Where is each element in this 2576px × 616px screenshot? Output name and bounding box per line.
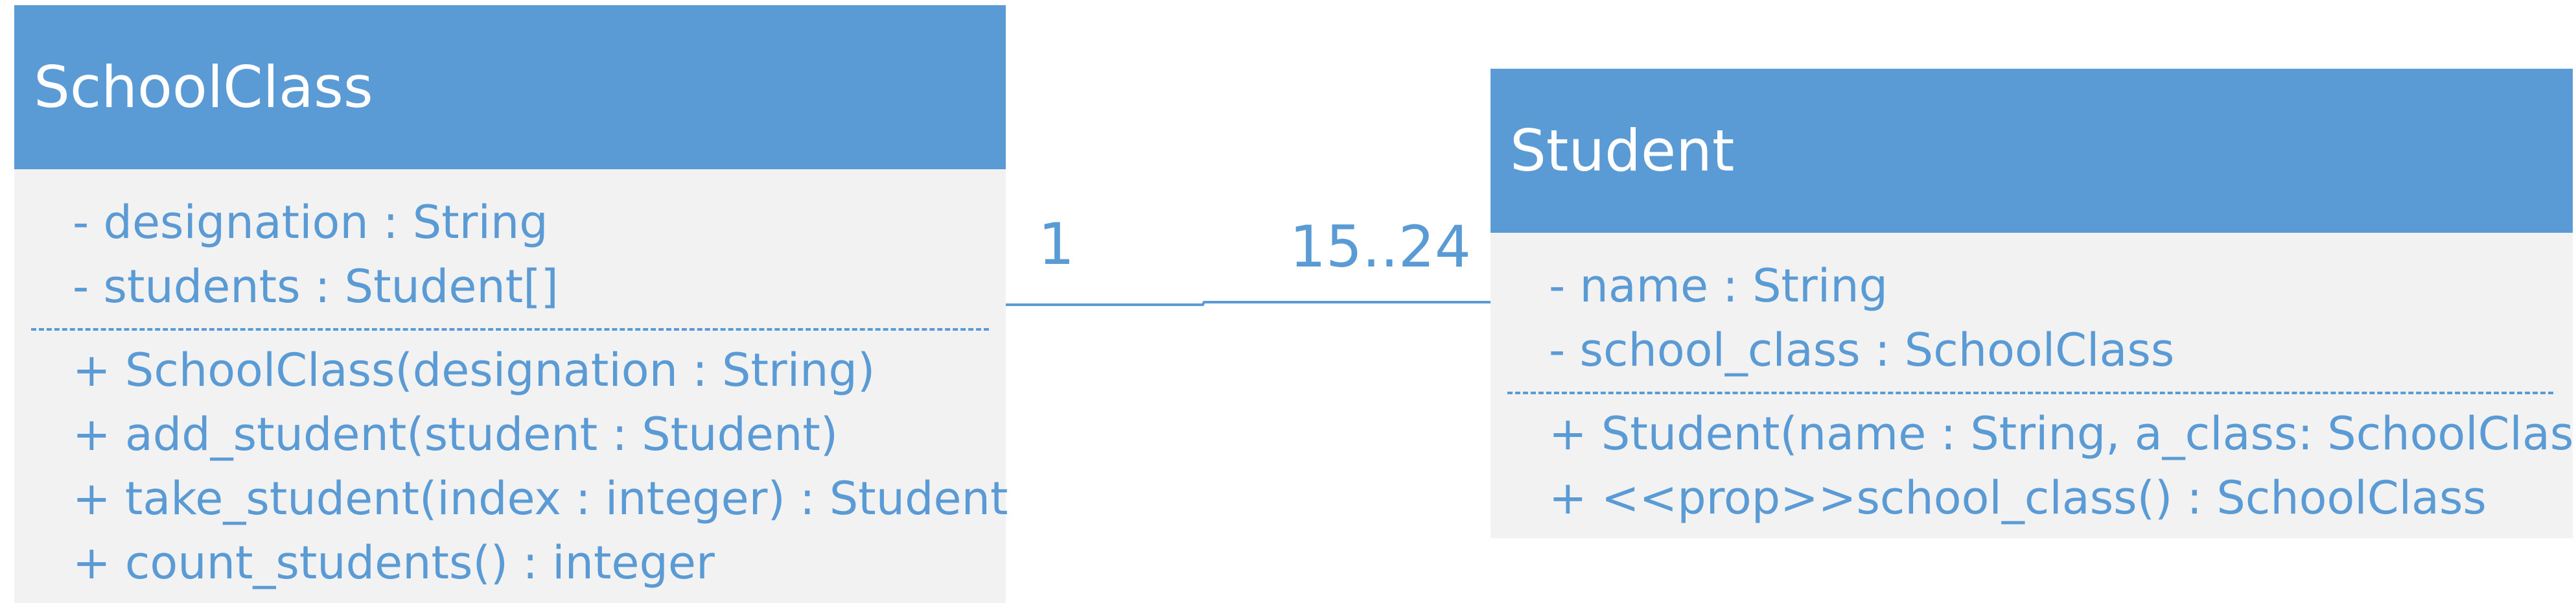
method: + Student(name : String, a_class: School…: [1549, 407, 2576, 460]
class-box-student: Student - name : String - school_class :…: [1491, 69, 2576, 538]
method: + SchoolClass(designation : String): [73, 344, 876, 397]
separator: [1507, 392, 2553, 394]
class-body: - name : String - school_class : SchoolC…: [1491, 233, 2576, 530]
association-line: [1006, 301, 1491, 306]
method: + take_student(index : integer) : Studen…: [73, 472, 1008, 525]
method: + <<prop>>school_class() : SchoolClass: [1549, 471, 2487, 525]
class-name: Student: [1491, 69, 2573, 233]
class-body: - designation : String - students : Stud…: [14, 169, 1008, 595]
multiplicity-schoolclass: 1: [1038, 211, 1074, 278]
multiplicity-student: 15..24: [1290, 213, 1471, 280]
method: + add_student(student : Student): [73, 408, 839, 461]
attribute: - name : String: [1549, 259, 1888, 313]
attribute: - designation : String: [73, 196, 548, 249]
attribute: - students : Student[]: [73, 260, 559, 313]
class-name: SchoolClass: [14, 5, 1006, 169]
method: + count_students() : integer: [73, 536, 715, 589]
separator: [31, 328, 989, 331]
class-box-schoolclass: SchoolClass - designation : String - stu…: [14, 5, 1008, 603]
attribute: - school_class : SchoolClass: [1549, 324, 2175, 377]
